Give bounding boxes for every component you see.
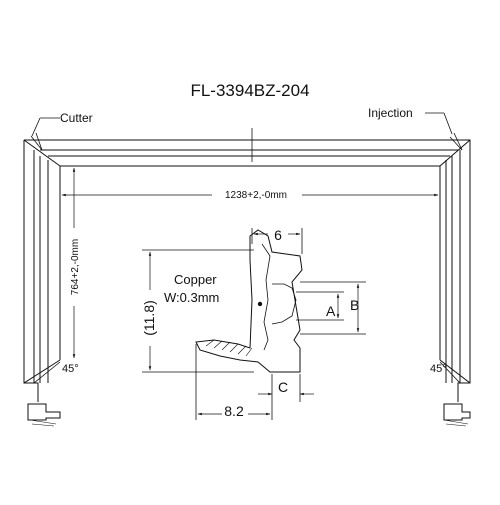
injection-label: Injection (368, 106, 413, 120)
dimension-a-label: A (326, 303, 336, 319)
gasket-profile (195, 229, 303, 373)
copper-label: Copper (174, 272, 217, 287)
dimension-top-label: 6 (274, 227, 282, 243)
height-dimension-label: 764+2,-0mm (70, 239, 81, 295)
dimension-top: 6 (251, 227, 303, 254)
height-dimension: 764+2,-0mm (67, 167, 81, 359)
dimension-c-label: C (278, 379, 288, 395)
width-dimension-label: 1238+2,-0mm (225, 190, 287, 201)
corner-profile-left (27, 403, 61, 427)
dimension-a: A (296, 291, 344, 321)
dimension-bottom: 8.2 (195, 344, 273, 420)
dimension-left: (11.8) (141, 249, 254, 373)
dimension-left-label: (11.8) (141, 300, 157, 336)
angle-right-label: 45° (430, 363, 447, 375)
dimension-b-label: B (350, 297, 359, 313)
gasket-frame (23, 128, 471, 402)
dimension-c: C (258, 374, 314, 402)
angle-left-label: 45° (62, 363, 79, 375)
dimension-b: B (300, 281, 366, 335)
drawing-title: FL-3394BZ-204 (190, 81, 309, 100)
dimension-bottom-label: 8.2 (224, 403, 244, 419)
cutter-label: Cutter (60, 111, 93, 125)
corner-profile-right (443, 403, 471, 427)
copper-thickness-label: W:0.3mm (164, 290, 219, 305)
width-dimension: 1238+2,-0mm (61, 187, 439, 201)
